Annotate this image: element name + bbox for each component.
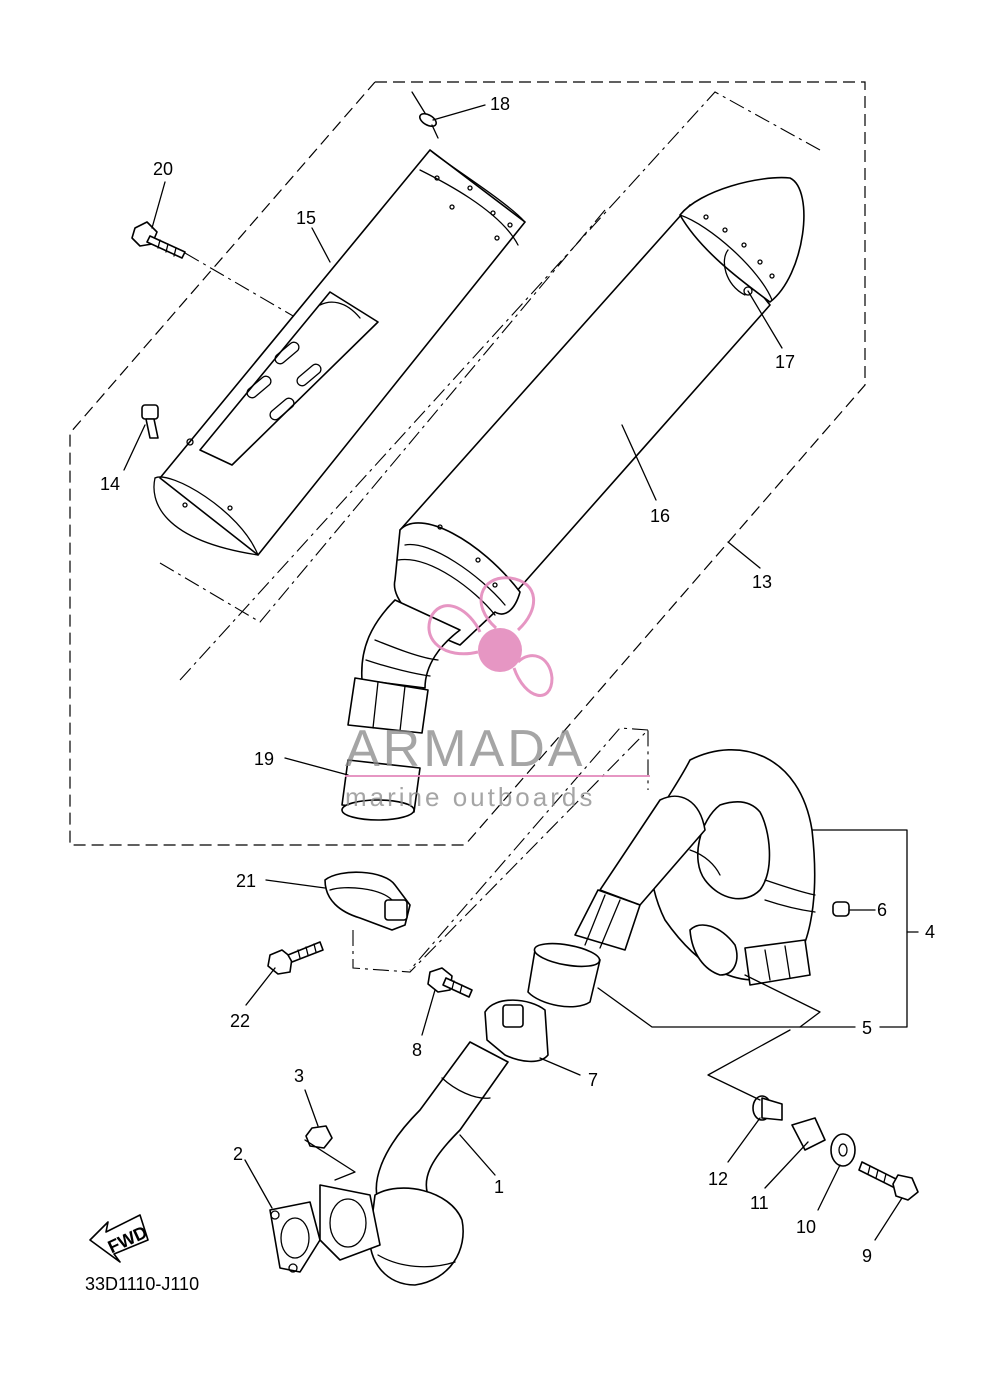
part-3-nut — [304, 1125, 356, 1181]
watermark-brand: ARMADA — [345, 720, 585, 778]
callout-8: 8 — [412, 1040, 422, 1060]
part-1-exhaust-pipe — [369, 1041, 509, 1286]
part-19-sleeve — [341, 759, 421, 821]
pipe-4-envelope — [409, 727, 649, 971]
part-2-gasket — [269, 1184, 381, 1273]
part-4-header-pipe — [574, 749, 816, 986]
callout-1: 1 — [494, 1177, 504, 1197]
callout-17: 17 — [775, 352, 795, 372]
watermark-tagline: marine outboards — [345, 782, 595, 812]
callout-6: 6 — [877, 900, 887, 920]
drawing-code: 33D1110-J110 — [85, 1274, 199, 1294]
callout-10: 10 — [796, 1217, 816, 1237]
leader-lines — [123, 104, 903, 1241]
part-16-silencer — [347, 176, 805, 734]
part-20-bolt — [131, 221, 186, 259]
clamp-envelope — [352, 728, 649, 973]
callout-13: 13 — [752, 572, 772, 592]
callout-21: 21 — [236, 871, 256, 891]
bolt-20-centerline — [184, 252, 301, 321]
callout-3: 3 — [294, 1066, 304, 1086]
callout-5: 5 — [862, 1018, 872, 1038]
callout-12: 12 — [708, 1169, 728, 1189]
callout-7: 7 — [588, 1070, 598, 1090]
callout-9: 9 — [862, 1246, 872, 1266]
callout-20: 20 — [153, 159, 173, 179]
callout-15: 15 — [296, 208, 316, 228]
part-11-bush — [791, 1117, 826, 1151]
callout-4: 4 — [925, 922, 935, 942]
part-21-clamp — [324, 871, 411, 931]
group-4-bracket — [811, 829, 908, 1028]
callout-2: 2 — [233, 1144, 243, 1164]
fwd-arrow-icon: FWD — [89, 1214, 150, 1263]
callout-19: 19 — [254, 749, 274, 769]
part-9-bolt — [858, 1161, 919, 1201]
part-18-rivet — [411, 91, 439, 139]
assembly-13-boundary — [69, 81, 866, 846]
callout-22: 22 — [230, 1011, 250, 1031]
hardware-leader — [707, 1029, 791, 1101]
propeller-icon — [427, 576, 554, 697]
part-5-sleeve — [527, 942, 601, 1008]
part-15-envelope — [159, 209, 606, 623]
part-12-collar — [752, 1095, 783, 1121]
part-8-bolt — [427, 967, 473, 998]
callout-11: 11 — [750, 1193, 769, 1213]
part-6-grommet — [832, 901, 850, 917]
watermark-logo: ARMADA marine outboards — [345, 576, 650, 812]
part-14-bolt — [141, 404, 159, 439]
part-10-washer — [830, 1133, 856, 1167]
part-22-bolt — [267, 941, 324, 975]
part-16-envelope — [179, 91, 821, 681]
callout-18: 18 — [490, 94, 510, 114]
part-7-clamp — [484, 999, 549, 1063]
callout-16: 16 — [650, 506, 670, 526]
part-15-shield — [153, 149, 526, 556]
callout-14: 14 — [100, 474, 120, 494]
